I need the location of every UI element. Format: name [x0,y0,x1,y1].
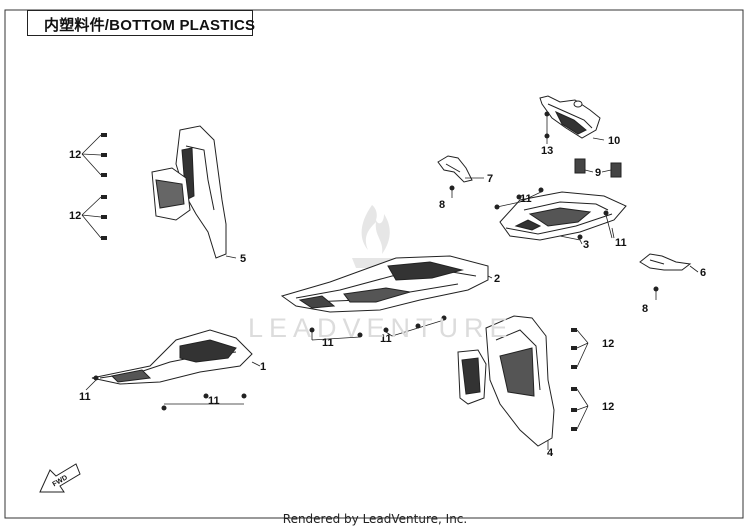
part-4-side-panel [457,315,555,447]
callout-7: 7 [487,173,493,185]
part-10-bracket [539,95,601,139]
callout-12: 12 [602,401,614,413]
callout-11: 11 [380,333,392,345]
callout-1: 1 [260,361,266,373]
fasteners [93,111,659,431]
callout-10: 10 [608,135,620,147]
part-1-footwell-tray [91,329,253,385]
callout-12: 12 [602,338,614,350]
part-5-side-panel [151,125,227,259]
footer-credit: Rendered by LeadVenture, Inc. [282,512,468,526]
title-box [27,10,253,36]
part-3-skid-plate [499,191,627,241]
fwd-arrow-icon: FWD [39,463,81,493]
part-6-bracket [639,253,692,271]
callout-11: 11 [520,193,532,205]
watermark-logo [352,205,396,268]
leader-lines [81,116,699,450]
diagram-border [4,9,744,519]
callout-5: 5 [240,253,246,265]
part-7-bracket [437,155,473,183]
callout-6: 6 [700,267,706,279]
callout-11: 11 [208,395,220,407]
callout-8: 8 [439,199,445,211]
callout-2: 2 [494,273,500,285]
callout-11: 11 [615,237,627,249]
part-2-floor-pan [280,255,489,313]
callout-12: 12 [69,149,81,161]
callout-11: 11 [322,337,334,349]
callout-13: 13 [541,145,553,157]
callout-4: 4 [547,447,554,459]
callout-8: 8 [642,303,648,315]
callout-11: 11 [79,391,91,403]
callout-3: 3 [583,239,589,251]
watermark-text: LEADVENTURE [248,313,514,343]
callout-12: 12 [69,210,81,222]
callout-9: 9 [595,167,601,179]
page-title: 内塑料件/BOTTOM PLASTICS [44,17,256,34]
